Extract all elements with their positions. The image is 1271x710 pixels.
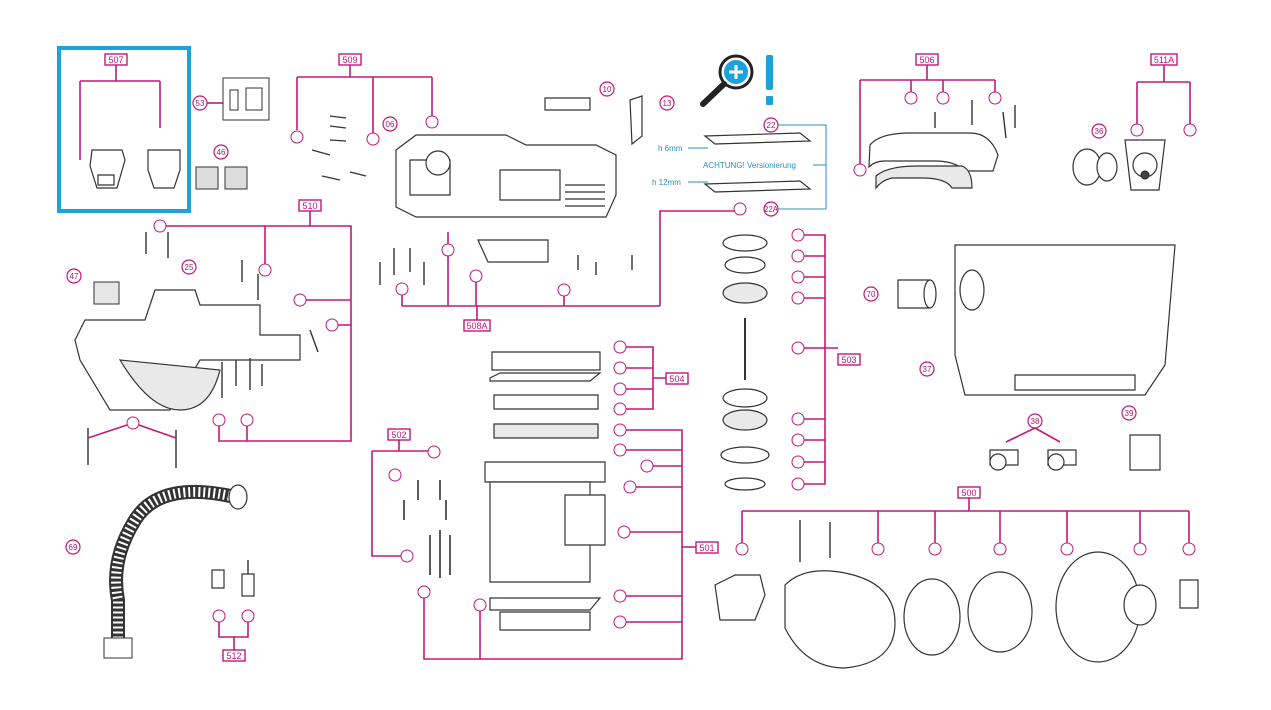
group-501[interactable]: 501 [417, 423, 719, 660]
zoom-in-icon[interactable] [700, 54, 754, 107]
filter-disc-stack [720, 234, 770, 491]
svg-text:39: 39 [1125, 409, 1134, 418]
svg-text:h 12mm: h 12mm [652, 178, 681, 187]
group-500[interactable]: 500 [714, 486, 1199, 669]
filter-trays [489, 351, 602, 439]
lower-housing-part [74, 289, 301, 411]
svg-text:46: 46 [217, 148, 226, 157]
svg-text:70: 70 [867, 290, 876, 299]
svg-text:47: 47 [70, 272, 79, 281]
selection-highlight [57, 46, 191, 213]
part-36[interactable]: 36 [1072, 123, 1118, 186]
part-70[interactable]: 70 [863, 279, 937, 309]
part-69[interactable]: 69 [65, 484, 248, 659]
svg-text:69: 69 [69, 543, 78, 552]
svg-text:10: 10 [603, 85, 612, 94]
svg-text:506: 506 [919, 55, 934, 65]
svg-text:504: 504 [669, 374, 684, 384]
group-512[interactable]: 512 [211, 560, 255, 662]
group-511A[interactable]: 511A [1124, 53, 1197, 191]
motor-parts [714, 551, 1199, 669]
motor-housing-top [395, 134, 617, 263]
clip-part-right [147, 149, 181, 189]
svg-text:501: 501 [699, 543, 714, 553]
svg-text:ACHTUNG! Versionierung: ACHTUNG! Versionierung [703, 161, 796, 170]
clip-part-left [89, 149, 126, 189]
svg-text:13: 13 [663, 99, 672, 108]
svg-text:508A: 508A [466, 321, 487, 331]
group-508A[interactable]: 508A [379, 202, 747, 332]
group-504[interactable]: 504 [489, 340, 689, 439]
svg-text:36: 36 [1095, 127, 1104, 136]
svg-text:53: 53 [196, 99, 205, 108]
svg-text:509: 509 [342, 55, 357, 65]
group-506[interactable]: 506 [853, 53, 1016, 190]
svg-text:512: 512 [226, 651, 241, 661]
svg-text:06: 06 [386, 120, 395, 129]
group-509[interactable]: 509 [290, 53, 439, 181]
handle-part [868, 132, 999, 190]
part-13[interactable]: 13 [629, 95, 675, 146]
exclamation-icon [766, 55, 773, 105]
group-503[interactable]: 503 [720, 228, 861, 491]
svg-text:502: 502 [391, 430, 406, 440]
svg-text:510: 510 [302, 201, 317, 211]
svg-text:503: 503 [841, 355, 856, 365]
part-47[interactable]: 47 [66, 268, 120, 305]
part-53[interactable]: 53 [192, 77, 270, 121]
group-510[interactable]: 510 [74, 199, 352, 468]
part-46[interactable]: 46 [195, 144, 248, 190]
group-507[interactable]: 507 [57, 46, 191, 213]
part-39[interactable]: 39 [1121, 405, 1161, 471]
svg-text:500: 500 [961, 488, 976, 498]
filter-housing [484, 461, 606, 631]
svg-text:511A: 511A [1154, 55, 1174, 65]
part-37[interactable]: 37 [919, 244, 1176, 396]
versioning-note: 22 22A h 6mm h 12mm ACHTUNG! Versionieru… [652, 117, 827, 217]
part-25[interactable]: 25 [181, 259, 197, 275]
part-38[interactable]: 38 [989, 413, 1077, 471]
part-10[interactable]: 10 [544, 81, 615, 111]
group-502[interactable]: 502 [371, 428, 451, 578]
svg-text:25: 25 [185, 263, 194, 272]
svg-text:38: 38 [1031, 417, 1040, 426]
socket-part [1124, 139, 1166, 191]
svg-text:37: 37 [923, 365, 932, 374]
part-06[interactable]: 06 [382, 116, 398, 132]
group-label-507: 507 [108, 55, 123, 65]
svg-text:22: 22 [767, 121, 776, 130]
svg-text:22A: 22A [764, 205, 779, 214]
svg-text:h 6mm: h 6mm [658, 144, 683, 153]
